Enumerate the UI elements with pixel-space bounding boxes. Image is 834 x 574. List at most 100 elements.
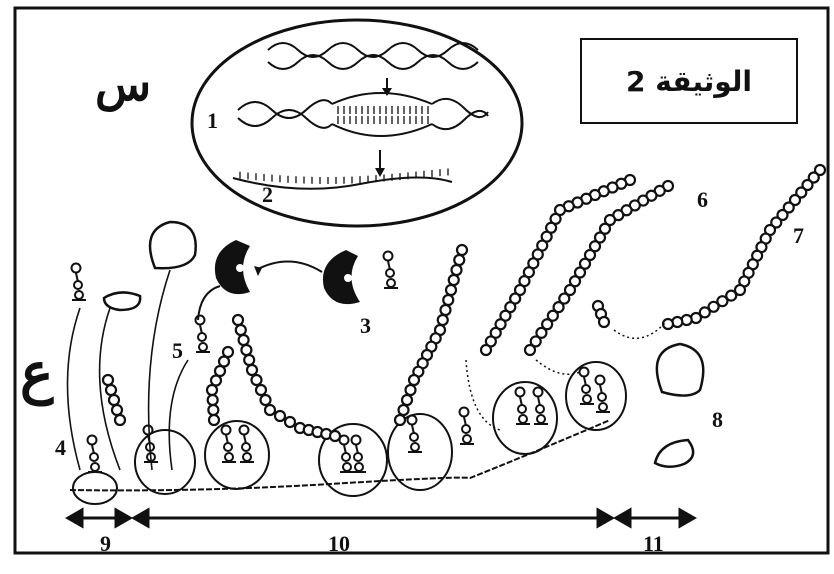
arrow-enzyme — [256, 261, 322, 272]
trna-loop — [196, 316, 205, 325]
trna-loop — [462, 425, 470, 433]
trna-loop — [91, 463, 99, 471]
label-9: 9 — [100, 531, 111, 556]
document-title: الوثيقة 2 — [626, 65, 752, 98]
label-5: 5 — [172, 338, 183, 363]
trna-loop — [534, 388, 543, 397]
amino-acid-bead — [481, 345, 491, 355]
amino-acid-bead — [441, 305, 451, 315]
nucleus-outline — [192, 20, 522, 226]
trna-loop — [225, 453, 233, 461]
amino-acid-bead — [115, 415, 125, 425]
trna-loop — [75, 291, 83, 299]
trna-loop — [596, 376, 605, 385]
small-subunit-left — [104, 292, 140, 310]
amino-acid-bead — [208, 395, 218, 405]
amino-acid-bead — [208, 405, 218, 415]
trna-loop — [355, 463, 363, 471]
amino-acid-bead — [252, 375, 262, 385]
large-subunit-right — [657, 344, 703, 396]
trna-loop — [240, 426, 249, 435]
label-7: 7 — [793, 223, 804, 248]
amino-acid-bead — [256, 385, 266, 395]
amino-acid-bead — [402, 395, 412, 405]
amino-acid-bead — [452, 265, 462, 275]
label-4: 4 — [55, 435, 66, 460]
amino-acid-bead — [438, 315, 448, 325]
amino-acid-bead — [525, 345, 535, 355]
trna-loop — [583, 395, 591, 403]
label-6: 6 — [697, 187, 708, 212]
trna-loop — [387, 279, 395, 287]
trna-loop — [354, 453, 362, 461]
trna-loop — [460, 408, 469, 417]
amino-acid-bead — [261, 395, 271, 405]
ribosome — [205, 421, 269, 489]
trna-loop — [386, 269, 394, 277]
amino-acid-bead — [395, 415, 405, 425]
trna-loop — [599, 403, 607, 411]
amino-acid-bead — [103, 375, 113, 385]
amino-acid-bead — [241, 345, 251, 355]
amino-acid-bead — [112, 405, 122, 415]
amino-acid-bead — [233, 315, 243, 325]
free-ribosome-subunits — [104, 222, 703, 467]
amino-acid-bead — [406, 385, 416, 395]
trna-loop — [342, 453, 350, 461]
amino-acid-bead — [443, 295, 453, 305]
amino-acid-bead — [209, 415, 219, 425]
bubble-base-ticks — [338, 106, 428, 124]
trna-loop — [90, 453, 98, 461]
trna-loop — [198, 333, 206, 341]
amino-acid-bead — [106, 385, 116, 395]
polypeptide-chains — [103, 165, 825, 441]
document-title-box: الوثيقة 2 — [580, 38, 798, 124]
enzyme-right — [323, 250, 360, 304]
amino-acid-bead — [109, 395, 119, 405]
trna-loop — [352, 436, 361, 445]
trna-loop — [537, 415, 545, 423]
trna-loop — [384, 252, 393, 261]
trna-loop — [411, 443, 419, 451]
amino-acid-bead — [244, 355, 254, 365]
amino-acid-bead — [599, 317, 609, 327]
ribosome — [566, 362, 626, 430]
trna-loop — [463, 435, 471, 443]
label-ain: ع — [20, 343, 54, 407]
amino-acid-bead — [449, 275, 459, 285]
label-10: 10 — [328, 531, 350, 556]
label-11: 11 — [643, 531, 664, 556]
trna-loop — [88, 436, 97, 445]
label-seen: س — [95, 59, 151, 112]
amino-acid-bead — [399, 405, 409, 415]
trna-loop — [410, 433, 418, 441]
trna-loop — [582, 385, 590, 393]
small-subunit-right — [655, 440, 693, 467]
trna-loop — [144, 426, 153, 435]
trna-loop — [222, 426, 231, 435]
amino-acid-bead — [330, 431, 340, 441]
amino-acid-bead — [446, 285, 456, 295]
label-8: 8 — [712, 407, 723, 432]
trna-loop — [199, 343, 207, 351]
amino-acid-bead — [265, 405, 275, 415]
enzyme-left — [215, 240, 250, 294]
amino-acid-bead — [275, 411, 285, 421]
label-3: 3 — [360, 313, 371, 338]
trna-loop — [343, 463, 351, 471]
label-1: 1 — [207, 108, 218, 133]
enzyme-group — [198, 240, 360, 320]
trna-loop — [518, 405, 526, 413]
scale-arrows — [68, 510, 694, 526]
amino-acid-bead — [285, 417, 295, 427]
amino-acid-bead — [247, 365, 257, 375]
trna-loop — [72, 264, 81, 273]
amino-acid-bead — [454, 255, 464, 265]
amino-acid-bead — [409, 375, 419, 385]
trna-loop — [74, 281, 82, 289]
trna-loop — [580, 368, 589, 377]
amino-acid-bead — [239, 335, 249, 345]
amino-acid-bead — [207, 385, 217, 395]
trna-loop — [243, 453, 251, 461]
ribosome — [73, 472, 117, 504]
